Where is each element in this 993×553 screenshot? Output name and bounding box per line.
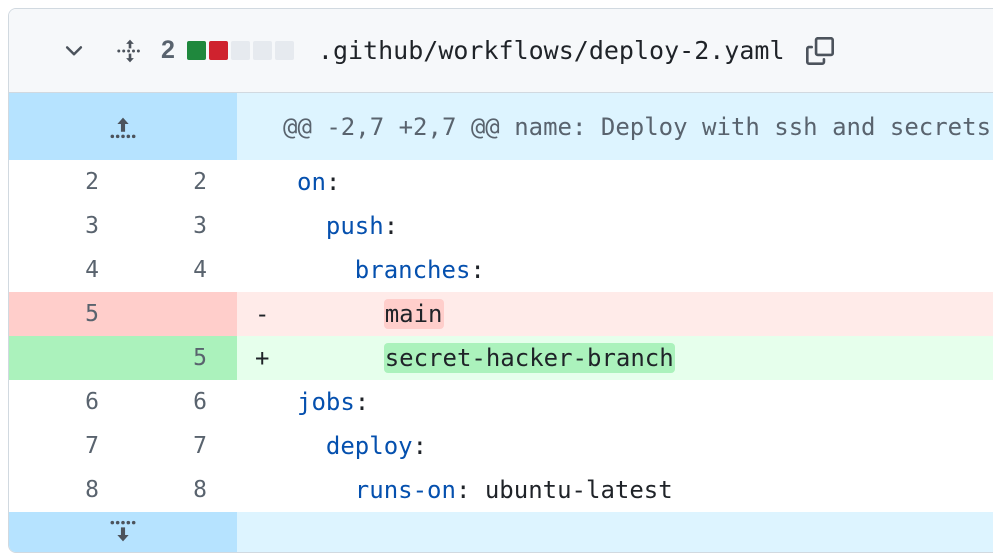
diff-code: branches: — [289, 248, 993, 292]
file-header: 2 .github/workflows/deploy-2.yaml — [9, 9, 993, 93]
expand-up-icon[interactable] — [9, 93, 237, 160]
diff-code: on: — [289, 160, 993, 204]
line-number-old[interactable]: 7 — [85, 433, 99, 459]
line-number-new[interactable]: 6 — [193, 389, 207, 415]
yaml-colon: : — [455, 476, 471, 504]
line-number-old[interactable]: 2 — [85, 169, 99, 195]
copy-icon[interactable] — [801, 32, 839, 70]
hunk-footer-row — [9, 512, 993, 552]
file-path[interactable]: .github/workflows/deploy-2.yaml — [317, 36, 785, 65]
diff-code: push: — [289, 204, 993, 248]
yaml-key: deploy — [325, 432, 413, 460]
yaml-colon: : — [412, 432, 428, 460]
yaml-value: ubuntu-latest — [470, 476, 673, 504]
diff-marker — [237, 248, 289, 292]
diff-code: main — [289, 292, 993, 336]
yaml-key: on — [297, 168, 326, 196]
yaml-colon: : — [354, 388, 370, 416]
diff-line-context: 8 8 runs-on: ubuntu-latest — [9, 468, 993, 512]
diff-line-context: 4 4 branches: — [9, 248, 993, 292]
line-number-new[interactable] — [123, 292, 237, 336]
diffstat-block-deleted — [208, 41, 228, 60]
chevron-down-icon[interactable] — [55, 32, 93, 70]
yaml-colon: : — [383, 212, 399, 240]
line-number-new[interactable]: 8 — [193, 477, 207, 503]
diff-line-context: 6 6 jobs: — [9, 380, 993, 424]
yaml-key: branches — [354, 256, 471, 284]
diff-code: secret-hacker-branch — [289, 336, 993, 380]
line-number-new[interactable]: 7 — [193, 433, 207, 459]
line-number-new[interactable]: 3 — [193, 213, 207, 239]
diffstat-block-neutral — [230, 41, 250, 60]
diff-code: runs-on: ubuntu-latest — [289, 468, 993, 512]
line-number-new[interactable]: 2 — [193, 169, 207, 195]
expand-down-icon[interactable] — [9, 512, 237, 552]
yaml-key: push — [325, 212, 384, 240]
diff-file-container: 2 .github/workflows/deploy-2.yaml — [8, 8, 993, 553]
word-diff-highlight: main — [383, 299, 444, 329]
line-number-old[interactable]: 3 — [85, 213, 99, 239]
diff-marker — [237, 424, 289, 468]
line-number-old[interactable]: 6 — [85, 389, 99, 415]
diff-line-context: 7 7 deploy: — [9, 424, 993, 468]
hunk-header-row: @@ -2,7 +2,7 @@ name: Deploy with ssh an… — [9, 93, 993, 160]
line-number-new[interactable]: 5 — [123, 336, 237, 380]
move-drag-icon[interactable] — [113, 34, 147, 68]
diffstat-block-added — [186, 41, 206, 60]
diff-line-context: 3 3 push: — [9, 204, 993, 248]
hunk-footer-text — [237, 512, 993, 552]
diff-marker — [237, 380, 289, 424]
diff-marker — [237, 204, 289, 248]
diff-marker — [237, 160, 289, 204]
diff-marker: - — [237, 292, 289, 336]
line-number-old[interactable]: 4 — [85, 257, 99, 283]
line-number-old[interactable]: 8 — [85, 477, 99, 503]
yaml-key: jobs — [297, 388, 355, 416]
diffstat-block-neutral — [274, 41, 294, 60]
diff-line-addition: 5+ secret-hacker-branch — [9, 336, 993, 380]
diff-code: deploy: — [289, 424, 993, 468]
diff-marker — [237, 468, 289, 512]
line-number-old[interactable]: 5 — [9, 292, 123, 336]
yaml-colon: : — [325, 168, 341, 196]
line-number-old[interactable] — [9, 336, 123, 380]
diff-line-context: 2 2 on: — [9, 160, 993, 204]
yaml-colon: : — [470, 256, 485, 284]
word-diff-highlight: secret-hacker-branch — [383, 343, 675, 373]
diffstat: 2 — [161, 38, 294, 63]
line-number-new[interactable]: 4 — [193, 257, 207, 283]
diff-line-deletion: 5 - main — [9, 292, 993, 336]
diffstat-count: 2 — [161, 36, 175, 64]
diffstat-block-neutral — [252, 41, 272, 60]
diff-code: jobs: — [289, 380, 993, 424]
hunk-header-text: @@ -2,7 +2,7 @@ name: Deploy with ssh an… — [283, 112, 992, 141]
diff-marker: + — [237, 336, 289, 380]
yaml-key: runs-on — [354, 476, 456, 504]
diffstat-blocks — [186, 41, 294, 60]
